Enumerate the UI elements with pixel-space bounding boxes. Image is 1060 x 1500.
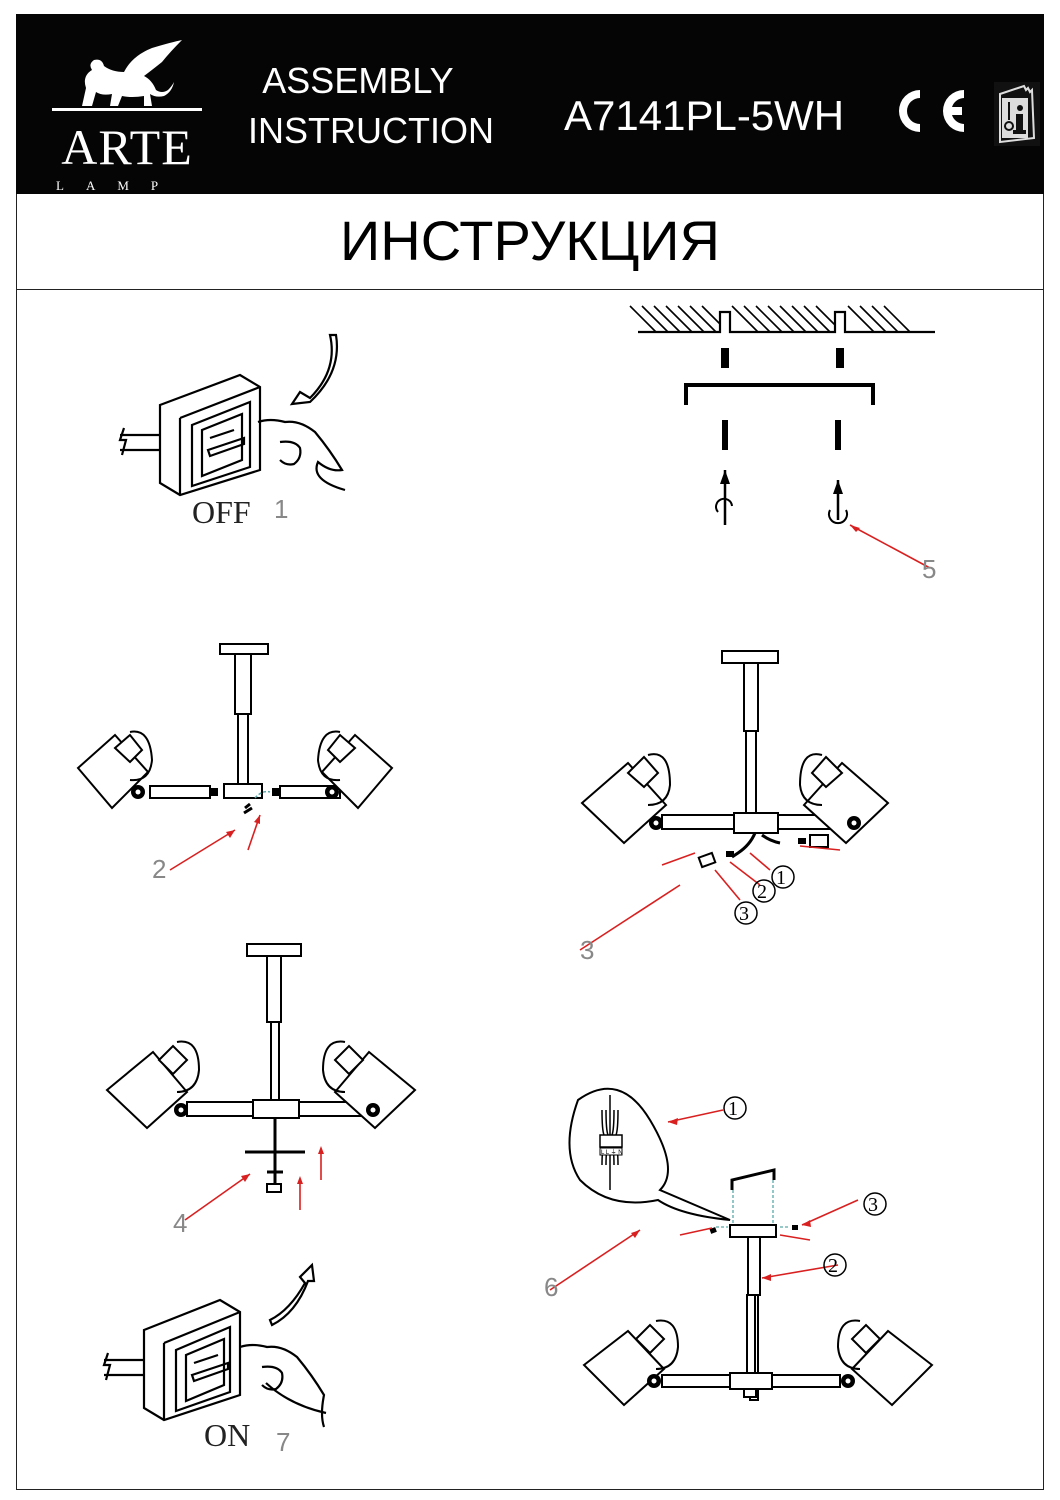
model-number: A7141PL-5WH bbox=[564, 92, 845, 139]
callout-2: 2 bbox=[757, 881, 767, 903]
step-2-attach-arms: 2 bbox=[70, 640, 400, 884]
step-3-connect-wires: 1 2 3 3 bbox=[570, 645, 900, 965]
griffin-icon bbox=[52, 40, 202, 111]
svg-text:2: 2 bbox=[828, 1255, 838, 1277]
document-title: ASSEMBLY INSTRUCTION bbox=[248, 56, 494, 156]
off-label: OFF bbox=[192, 494, 251, 530]
switch-on-hand-icon bbox=[102, 1262, 327, 1428]
arm-attach-icon bbox=[76, 643, 394, 871]
manual-info-icon bbox=[994, 82, 1040, 151]
on-label: ON bbox=[204, 1417, 251, 1453]
svg-text:3: 3 bbox=[868, 1194, 878, 1216]
cap-fasten-icon bbox=[105, 943, 417, 1221]
step-number: 7 bbox=[276, 1427, 291, 1457]
step-6-lamp-body bbox=[580, 1294, 940, 1407]
step-1-switch-off: OFF 1 bbox=[110, 330, 370, 530]
step-number: 4 bbox=[173, 1208, 188, 1238]
step-7-switch-on: ON 7 bbox=[100, 1255, 360, 1457]
switch-off-hand-icon bbox=[118, 333, 346, 497]
subtitle: ИНСТРУКЦИЯ bbox=[340, 209, 720, 272]
step-number: 2 bbox=[152, 854, 167, 884]
title-line-1: ASSEMBLY bbox=[262, 60, 454, 101]
svg-text:1: 1 bbox=[728, 1098, 738, 1120]
brand-name: ARTE bbox=[61, 119, 193, 175]
header-band: ARTE LAMP ASSEMBLY INSTRUCTION A7141PL-5… bbox=[16, 14, 1044, 194]
step-number: 5 bbox=[922, 554, 937, 584]
brand-subname: LAMP bbox=[56, 178, 181, 193]
terminal-labels: L L ⏚ N bbox=[601, 1149, 623, 1156]
step-number: 3 bbox=[580, 935, 595, 965]
step-4-fasten-cap: 4 bbox=[95, 940, 425, 1238]
step-number: 1 bbox=[274, 494, 289, 524]
ce-mark-icon bbox=[892, 86, 972, 141]
brand-logo: ARTE LAMP bbox=[52, 36, 202, 196]
ceiling-bracket-mounting-icon bbox=[629, 305, 935, 569]
step-5-mount-bracket: 5 bbox=[620, 300, 960, 590]
callout-1: 1 bbox=[776, 867, 786, 889]
title-line-2: INSTRUCTION bbox=[248, 110, 494, 151]
lamp-icon bbox=[582, 1294, 934, 1407]
callout-3: 3 bbox=[739, 903, 749, 925]
subtitle-band: ИНСТРУКЦИЯ bbox=[16, 194, 1044, 290]
wire-connect-icon: 1 2 3 bbox=[579, 650, 890, 951]
step-number: 6 bbox=[544, 1272, 559, 1302]
